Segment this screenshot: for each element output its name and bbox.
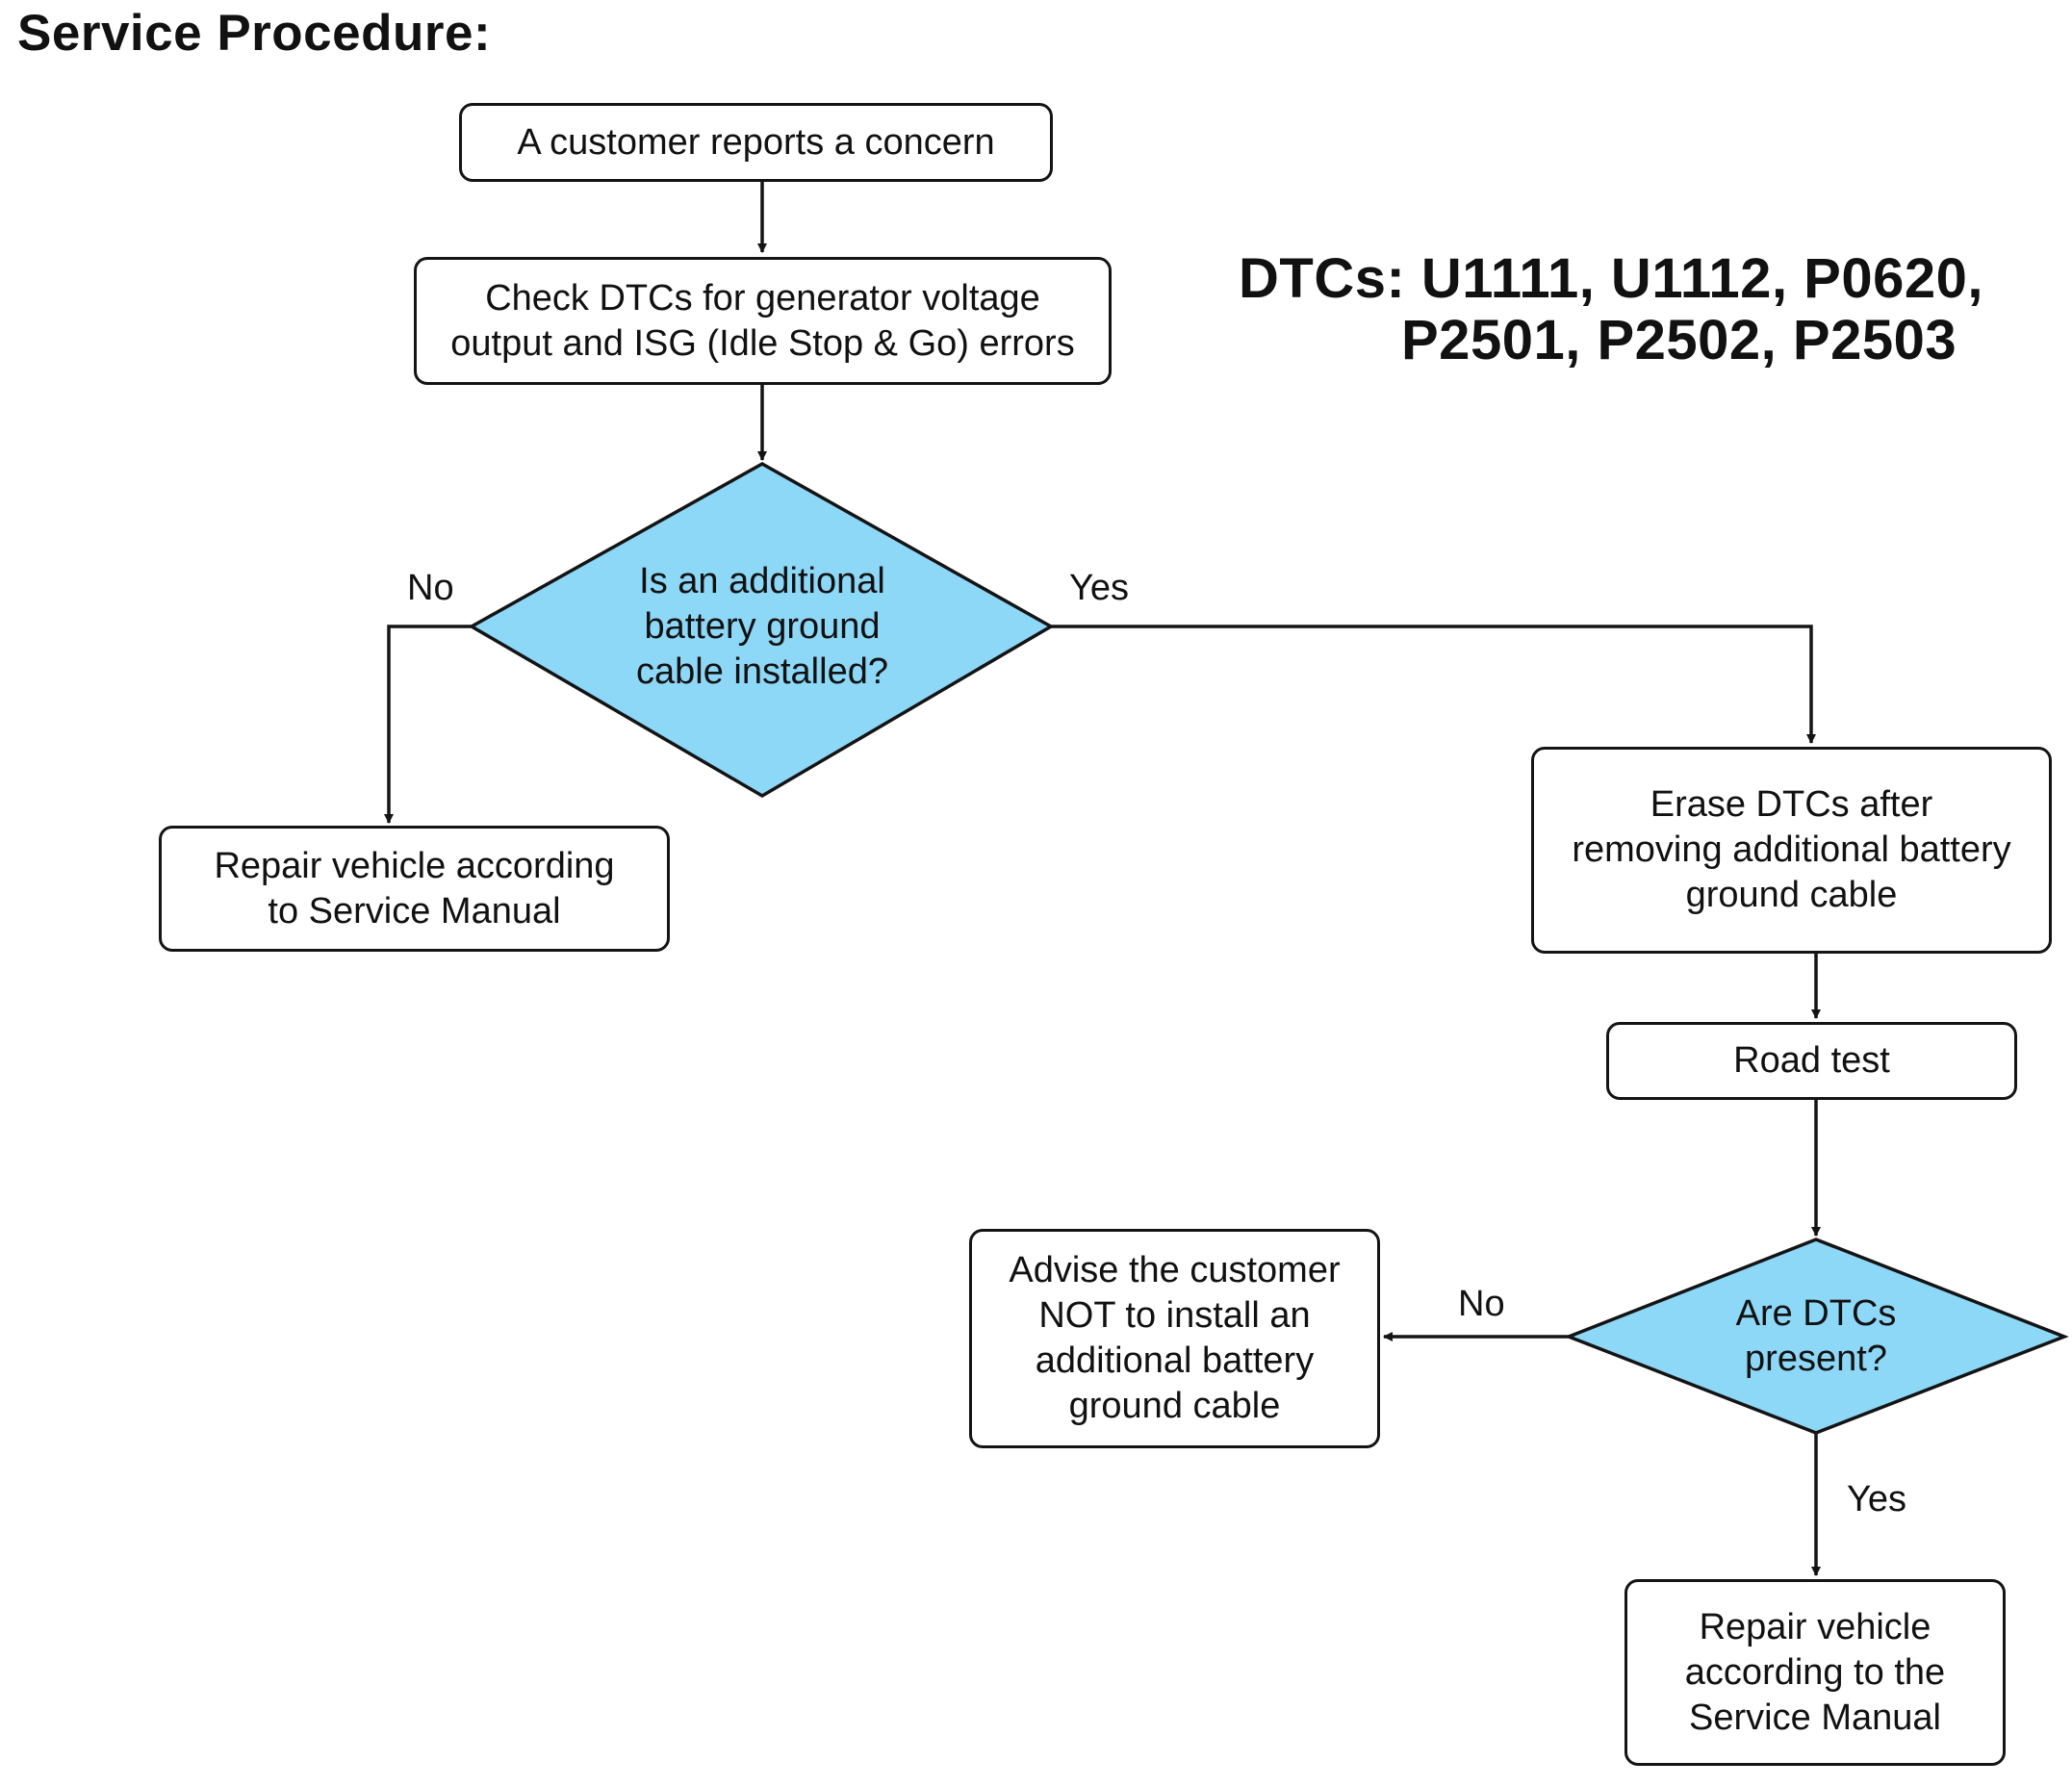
erase-dtcs-text: Erase DTCs after removing additional bat… (1572, 784, 2011, 915)
road-test-box: Road test (1606, 1022, 2017, 1100)
decision-dtcs-label: Are DTCs present? (1679, 1289, 1953, 1384)
page-title: Service Procedure: (17, 5, 492, 62)
decision-cable-label: Is an additional battery ground cable in… (568, 539, 957, 714)
repair-left-text: Repair vehicle according to Service Manu… (214, 845, 615, 932)
decision-cable-text: Is an additional battery ground cable in… (636, 560, 888, 692)
check-dtcs-text: Check DTCs for generator voltage output … (450, 277, 1075, 364)
arrow-cable-no (384, 625, 472, 824)
erase-dtcs-box: Erase DTCs after removing additional bat… (1531, 747, 2052, 954)
edge-label-dtcs-yes: Yes (1847, 1479, 1906, 1519)
edge-label-cable-yes: Yes (1069, 568, 1129, 608)
edge-label-dtcs-no: No (1458, 1284, 1505, 1324)
advise-customer-text: Advise the customer NOT to install an ad… (1009, 1250, 1341, 1426)
start-text: A customer reports a concern (517, 121, 995, 163)
repair-right-box: Repair vehicle according to the Service … (1624, 1579, 2006, 1766)
repair-left-box: Repair vehicle according to Service Manu… (159, 826, 670, 952)
dtc-list-line-1: DTCs: U1111, U1112, P0620, (1239, 247, 1983, 310)
dtc-list-line-2: P2501, P2502, P2503 (1401, 309, 1957, 371)
decision-diamond-cable (468, 461, 1055, 799)
edge-label-cable-no: No (407, 568, 454, 608)
advise-customer-box: Advise the customer NOT to install an ad… (969, 1229, 1380, 1448)
arrow-cable-yes (1051, 625, 1816, 744)
start-box: A customer reports a concern (459, 103, 1053, 182)
road-test-text: Road test (1733, 1040, 1890, 1081)
repair-right-text: Repair vehicle according to the Service … (1684, 1606, 1946, 1738)
check-dtcs-box: Check DTCs for generator voltage output … (414, 257, 1112, 385)
decision-dtcs-text: Are DTCs present? (1735, 1293, 1897, 1379)
